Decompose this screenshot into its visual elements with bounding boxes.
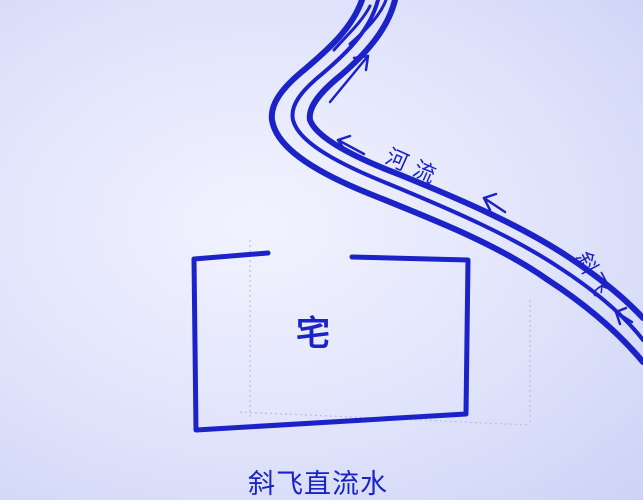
flow-arrow-right	[614, 306, 634, 326]
house-box[interactable]	[191, 250, 471, 433]
flow-arrow-mid	[482, 192, 507, 214]
house-label: 宅	[296, 314, 330, 354]
flow-arrow-left	[336, 134, 366, 156]
river-braid-2	[332, 4, 372, 52]
river-braid-1	[348, 0, 388, 46]
river-middle-line	[290, 0, 643, 342]
river-inner-bank	[306, 0, 643, 321]
diagram-caption: 斜飞直流水	[248, 469, 388, 500]
river-outer-bank	[268, 0, 643, 365]
flow-arrow-top	[328, 54, 370, 104]
